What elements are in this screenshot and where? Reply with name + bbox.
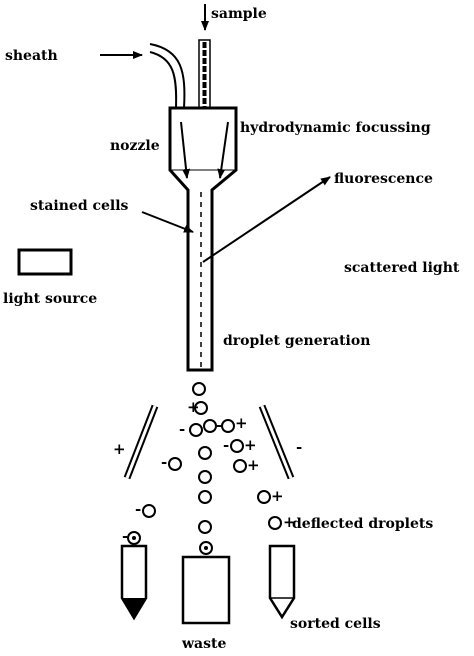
charge-sign: - <box>223 436 229 454</box>
fluorescence-arrow <box>202 176 331 263</box>
label-nozzle: nozzle <box>110 138 160 154</box>
cell-in-droplet <box>132 536 136 540</box>
charged-droplet <box>230 439 244 453</box>
deflection-plate-negative-face <box>260 405 293 479</box>
charge-sign: + <box>235 414 248 432</box>
label-sorted-cells: sorted cells <box>290 616 381 632</box>
label-hydrodynamic-focussing: hydrodynamic focussing <box>240 120 431 136</box>
charge-sign: - <box>135 500 141 518</box>
cell-in-droplet <box>204 546 208 550</box>
sorted-cells-tube-right <box>268 544 296 620</box>
droplet <box>189 423 203 437</box>
charged-droplet <box>257 490 271 504</box>
charge-sign: + <box>247 456 260 474</box>
charge-sign: - <box>161 453 167 471</box>
label-droplet-generation: droplet generation <box>223 333 370 349</box>
charge-sign: - <box>122 527 128 545</box>
sheath-tube-inner <box>149 51 178 109</box>
sheath-tube-outer <box>149 43 186 109</box>
charged-droplet <box>233 459 247 473</box>
focussing-arrow-left <box>180 121 191 179</box>
charged-droplet <box>203 419 217 433</box>
droplet <box>198 446 212 460</box>
charge-sign: + <box>187 398 200 416</box>
stained-cells-arrow <box>141 211 194 233</box>
label-light-source: light source <box>3 291 97 307</box>
charge-sign: - <box>216 416 222 434</box>
label-sheath: sheath <box>5 48 58 64</box>
droplet <box>198 490 212 504</box>
charged-droplet <box>168 457 182 471</box>
charge-sign: - <box>179 420 185 438</box>
charge-sign: + <box>283 513 296 531</box>
charged-droplet <box>194 401 208 415</box>
plate-negative-sign: - <box>296 438 302 456</box>
deflection-plate-positive-face <box>125 405 157 479</box>
label-sample: sample <box>211 6 267 22</box>
droplet <box>192 382 206 396</box>
charged-droplet <box>221 419 235 433</box>
waste-container <box>181 555 231 625</box>
label-scattered-light: scattered light <box>344 260 460 276</box>
plate-positive-sign: + <box>113 440 126 458</box>
droplet <box>198 470 212 484</box>
sorted-cells-tube-left-fill <box>122 598 146 618</box>
label-deflected-droplets: deflected droplets <box>292 516 433 532</box>
charged-droplet <box>142 504 156 518</box>
label-fluorescence: fluorescence <box>334 171 433 187</box>
label-waste: waste <box>181 636 226 652</box>
focussing-arrow-right <box>217 121 229 179</box>
droplet <box>198 520 212 534</box>
charge-sign: + <box>244 436 257 454</box>
charged-droplet <box>268 516 282 530</box>
charge-sign: + <box>271 487 284 505</box>
light-source-box <box>17 248 73 276</box>
nozzle-body <box>168 106 238 372</box>
label-stained-cells: stained cells <box>30 198 129 214</box>
